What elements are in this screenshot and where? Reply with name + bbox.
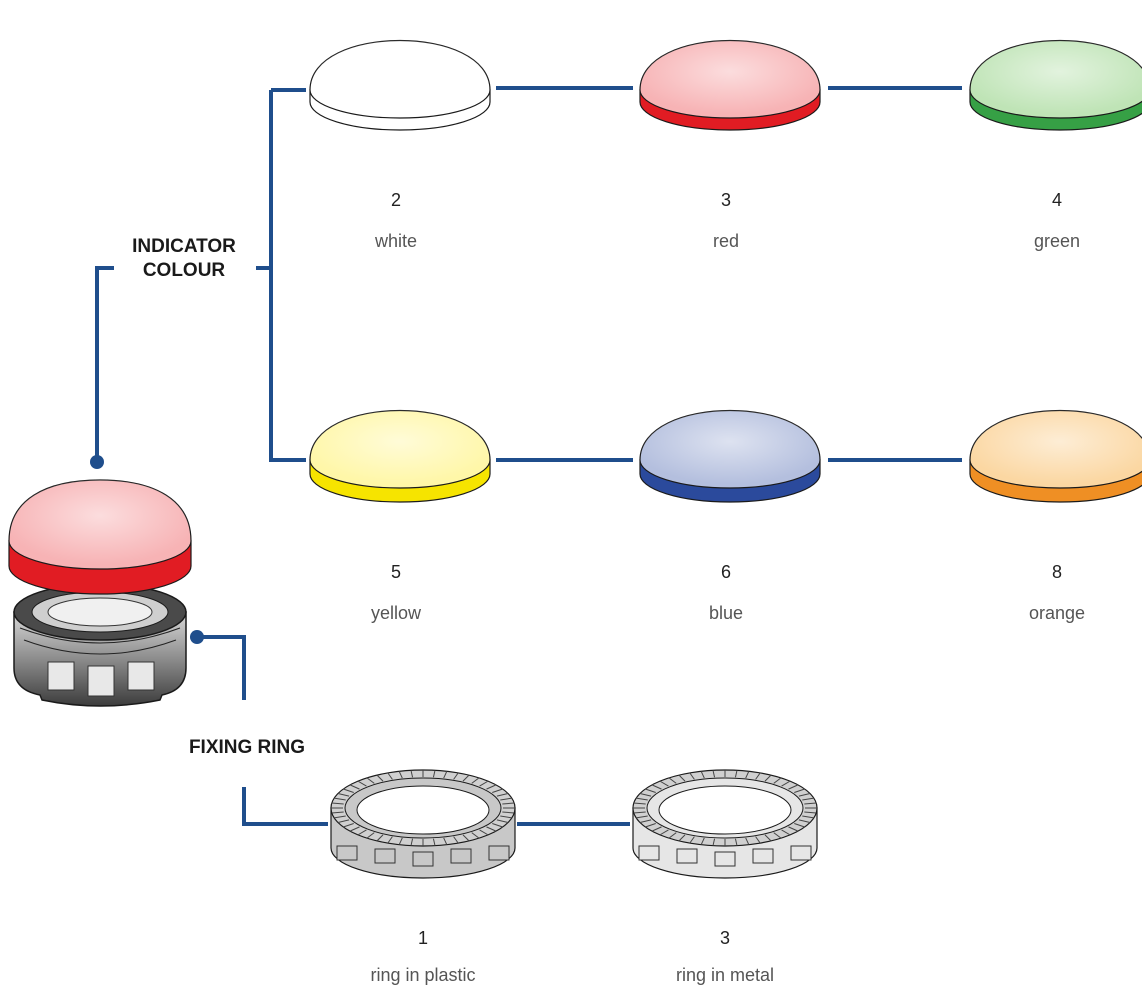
indicator-cap-orange <box>969 409 1142 503</box>
fixing-rings <box>330 769 818 879</box>
option-name-green: green <box>1033 231 1081 251</box>
ring-name-metal: ring in metal <box>675 965 775 985</box>
button-cap <box>8 479 192 595</box>
connector-dot <box>190 630 204 644</box>
assembled-indicator-image <box>8 479 192 707</box>
ring-name-plastic: ring in plastic <box>370 965 476 985</box>
indicator-cap-yellow <box>309 409 491 503</box>
option-name-red: red <box>712 231 739 251</box>
option-name-blue: blue <box>708 603 744 623</box>
option-code-red: 3 <box>720 190 731 210</box>
connector-button-to-indicator <box>95 266 114 460</box>
connector-lines <box>95 86 962 826</box>
option-code-orange: 8 <box>1051 562 1062 582</box>
fixing-ring-plastic <box>330 769 516 879</box>
button-base <box>13 583 187 707</box>
connector-button-to-ring <box>198 635 246 700</box>
fixing-ring-heading: FIXING RING <box>188 737 306 758</box>
connector-indicator-branch <box>269 90 306 462</box>
indicator-colour-heading: INDICATOR COLOUR <box>112 235 256 283</box>
indicator-caps <box>309 39 1142 503</box>
connector-ring-heading <box>242 787 328 826</box>
option-code-yellow: 5 <box>390 562 401 582</box>
option-name-yellow: yellow <box>370 603 422 623</box>
ring-code-metal: 3 <box>719 928 730 948</box>
indicator-cap-red <box>639 39 821 131</box>
indicator-cap-green <box>969 39 1142 131</box>
option-name-orange: orange <box>1028 603 1086 623</box>
option-code-white: 2 <box>390 190 401 210</box>
indicator-cap-blue <box>639 409 821 503</box>
heading-line: INDICATOR <box>132 236 236 257</box>
indicator-cap-white <box>309 39 491 131</box>
fixing-ring-metal <box>632 769 818 879</box>
connector-dot <box>90 455 104 469</box>
ring-code-plastic: 1 <box>417 928 428 948</box>
option-code-green: 4 <box>1051 190 1062 210</box>
heading-line: COLOUR <box>142 260 226 281</box>
option-code-blue: 6 <box>720 562 731 582</box>
option-name-white: white <box>374 231 418 251</box>
